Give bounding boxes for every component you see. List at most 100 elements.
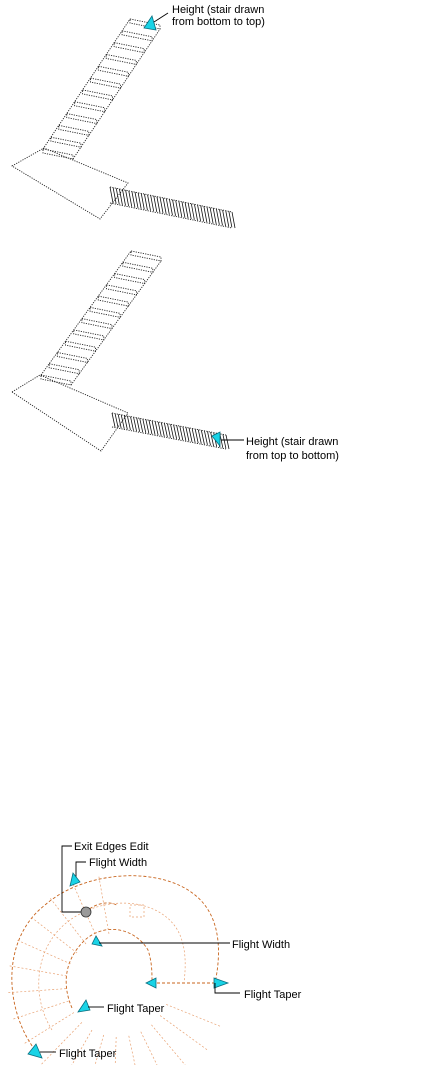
stair-riser	[160, 422, 165, 437]
flight-taper-mid-label: Flight Taper	[107, 1003, 165, 1015]
stair-riser	[147, 194, 151, 211]
stair-riser	[219, 209, 223, 226]
flight-taper-mid-grip-icon[interactable]	[77, 999, 91, 1013]
stair-riser	[210, 431, 214, 447]
stair-riser	[163, 423, 168, 438]
spiral-tread	[128, 1035, 136, 1065]
exit-edges-grip-icon[interactable]	[80, 906, 92, 918]
stair-riser	[127, 415, 131, 431]
stair-riser	[134, 192, 139, 209]
stair-riser	[133, 417, 137, 432]
stair-riser	[194, 204, 198, 221]
stair-riser	[115, 188, 120, 205]
stair-riser	[225, 210, 230, 227]
flight-taper-right-leader	[214, 983, 240, 994]
stair-tread	[97, 295, 129, 307]
stair-riser	[154, 421, 159, 436]
top-stair-flight	[42, 18, 161, 160]
stair-stringer	[111, 426, 227, 450]
flight-width-mid-label: Flight Width	[232, 939, 290, 951]
stair-riser	[125, 190, 130, 207]
stair-riser	[176, 425, 181, 440]
spiral-tread	[17, 939, 71, 965]
stair-riser	[109, 186, 114, 204]
stair-riser	[212, 208, 217, 225]
spiral-tread	[166, 1004, 221, 1027]
stair-stringer	[40, 250, 132, 376]
top-height-label-line1: Height (stair drawn	[172, 4, 264, 16]
stair-riser	[140, 193, 145, 210]
middle-stair-drawing	[11, 250, 230, 452]
stair-riser	[170, 424, 174, 439]
stair-riser	[139, 418, 144, 433]
top-height-label-line2: from bottom to top)	[172, 16, 265, 28]
stair-riser	[197, 204, 201, 222]
stair-stringer	[42, 18, 131, 150]
flight-width-top-grip-icon[interactable]	[69, 872, 81, 887]
stair-tread	[89, 306, 121, 318]
top-height-grip-icon[interactable]	[143, 15, 157, 31]
flight-taper-bottom-label: Flight Taper	[59, 1048, 117, 1060]
stair-riser	[148, 420, 153, 435]
spiral-treads	[8, 876, 221, 1065]
stair-riser	[145, 419, 150, 434]
stair-tread	[50, 136, 82, 148]
stair-riser	[184, 202, 189, 219]
flight-taper-right-grip-icon[interactable]	[213, 977, 230, 989]
stair-riser	[173, 424, 178, 439]
stair-riser	[209, 207, 214, 224]
stair-tread	[74, 101, 106, 113]
flight-taper-left-grip-icon[interactable]	[145, 977, 157, 989]
stair-riser	[157, 421, 162, 437]
stair-riser	[167, 423, 171, 438]
stair-riser	[188, 427, 193, 442]
stair-riser	[151, 420, 156, 435]
stair-riser	[128, 190, 133, 207]
stair-riser	[159, 197, 164, 214]
middle-height-grip-icon[interactable]	[211, 431, 221, 448]
stair-tread	[81, 318, 113, 330]
stair-tread	[58, 124, 90, 136]
spiral-tread	[98, 876, 110, 934]
flight-taper-bottom-grip-icon[interactable]	[27, 1043, 43, 1059]
stair-riser	[120, 414, 125, 429]
stair-tread	[105, 53, 137, 66]
stair-tread	[130, 250, 162, 262]
top-height-leader	[153, 12, 169, 23]
stair-riser	[200, 205, 205, 222]
spiral-tread	[8, 988, 67, 994]
stair-riser	[190, 203, 195, 220]
stair-riser	[222, 210, 227, 227]
stair-tread	[90, 77, 121, 89]
stair-riser	[194, 428, 199, 444]
spiral-exit-edge	[85, 902, 119, 913]
middle-stair-flight	[40, 250, 162, 386]
middle-height-label-line1: Height (stair drawn	[246, 436, 338, 448]
stair-tread	[113, 42, 145, 54]
flight-width-top-leader	[75, 861, 86, 878]
flight-width-mid-grip-icon[interactable]	[91, 935, 103, 947]
stair-riser	[191, 428, 196, 443]
stair-riser	[203, 206, 208, 223]
stair-riser	[111, 412, 116, 428]
stair-riser	[225, 434, 230, 450]
stair-riser	[231, 211, 236, 229]
stair-riser	[169, 199, 173, 216]
middle-stair-lower-flight	[111, 412, 230, 450]
stair-riser	[117, 414, 122, 429]
stair-riser	[131, 191, 136, 208]
stair-riser	[204, 430, 208, 445]
spiral-tread	[71, 1029, 93, 1065]
flight-taper-right-label: Flight Taper	[244, 989, 302, 1001]
stair-tread	[73, 329, 105, 341]
stair-stringer	[70, 260, 162, 386]
top-stair-drawing	[11, 18, 236, 229]
exit-edges-label: Exit Edges Edit	[74, 841, 149, 853]
stair-riser	[162, 197, 167, 214]
stair-riser	[165, 198, 170, 215]
stair-riser	[181, 201, 186, 218]
spiral-tread	[140, 1031, 158, 1065]
stair-riser	[222, 434, 227, 449]
stair-riser	[206, 206, 211, 223]
stair-riser	[207, 431, 211, 446]
